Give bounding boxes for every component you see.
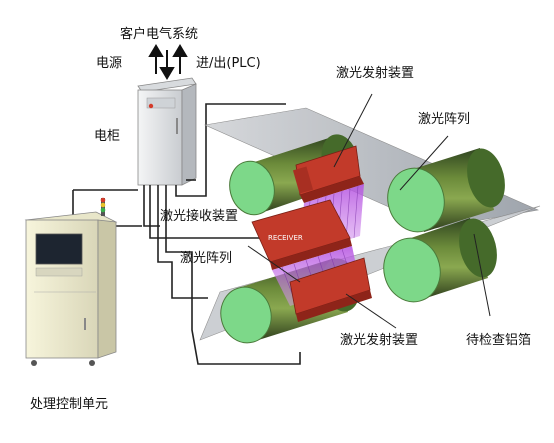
svg-text:RECEIVER: RECEIVER (268, 234, 303, 242)
laser-array-bottom-label: 激光阵列 (180, 251, 233, 266)
laser-array-top-label: 激光阵列 (418, 112, 471, 127)
leader-lines (247, 93, 491, 329)
io-plc-label: 进/出(PLC) (196, 56, 261, 71)
laser-receiver-label: 激光接收装置 (160, 209, 239, 224)
power-supply-label: 电源 (96, 56, 123, 71)
laser-emitter-top (292, 145, 364, 203)
processing-control-unit (24, 197, 118, 366)
laser-emitter-top-label: 激光发射装置 (336, 66, 415, 81)
laser-receiver: RECEIVER (251, 199, 352, 270)
processing-control-unit-label: 处理控制单元 (30, 397, 109, 412)
laser-emitter-bottom (289, 257, 372, 322)
roller-bottom-right (383, 218, 497, 303)
roller-top-right (387, 148, 505, 233)
electrical-cabinet-label: 电柜 (94, 129, 121, 144)
foil-to-inspect-label: 待检查铝箔 (466, 333, 532, 348)
up-down-arrows-icon (148, 44, 188, 80)
laser-emitter-bottom-label: 激光发射装置 (340, 333, 419, 348)
customer-electrical-system-label: 客户电气系统 (120, 27, 199, 42)
electrical-cabinet (137, 77, 197, 186)
